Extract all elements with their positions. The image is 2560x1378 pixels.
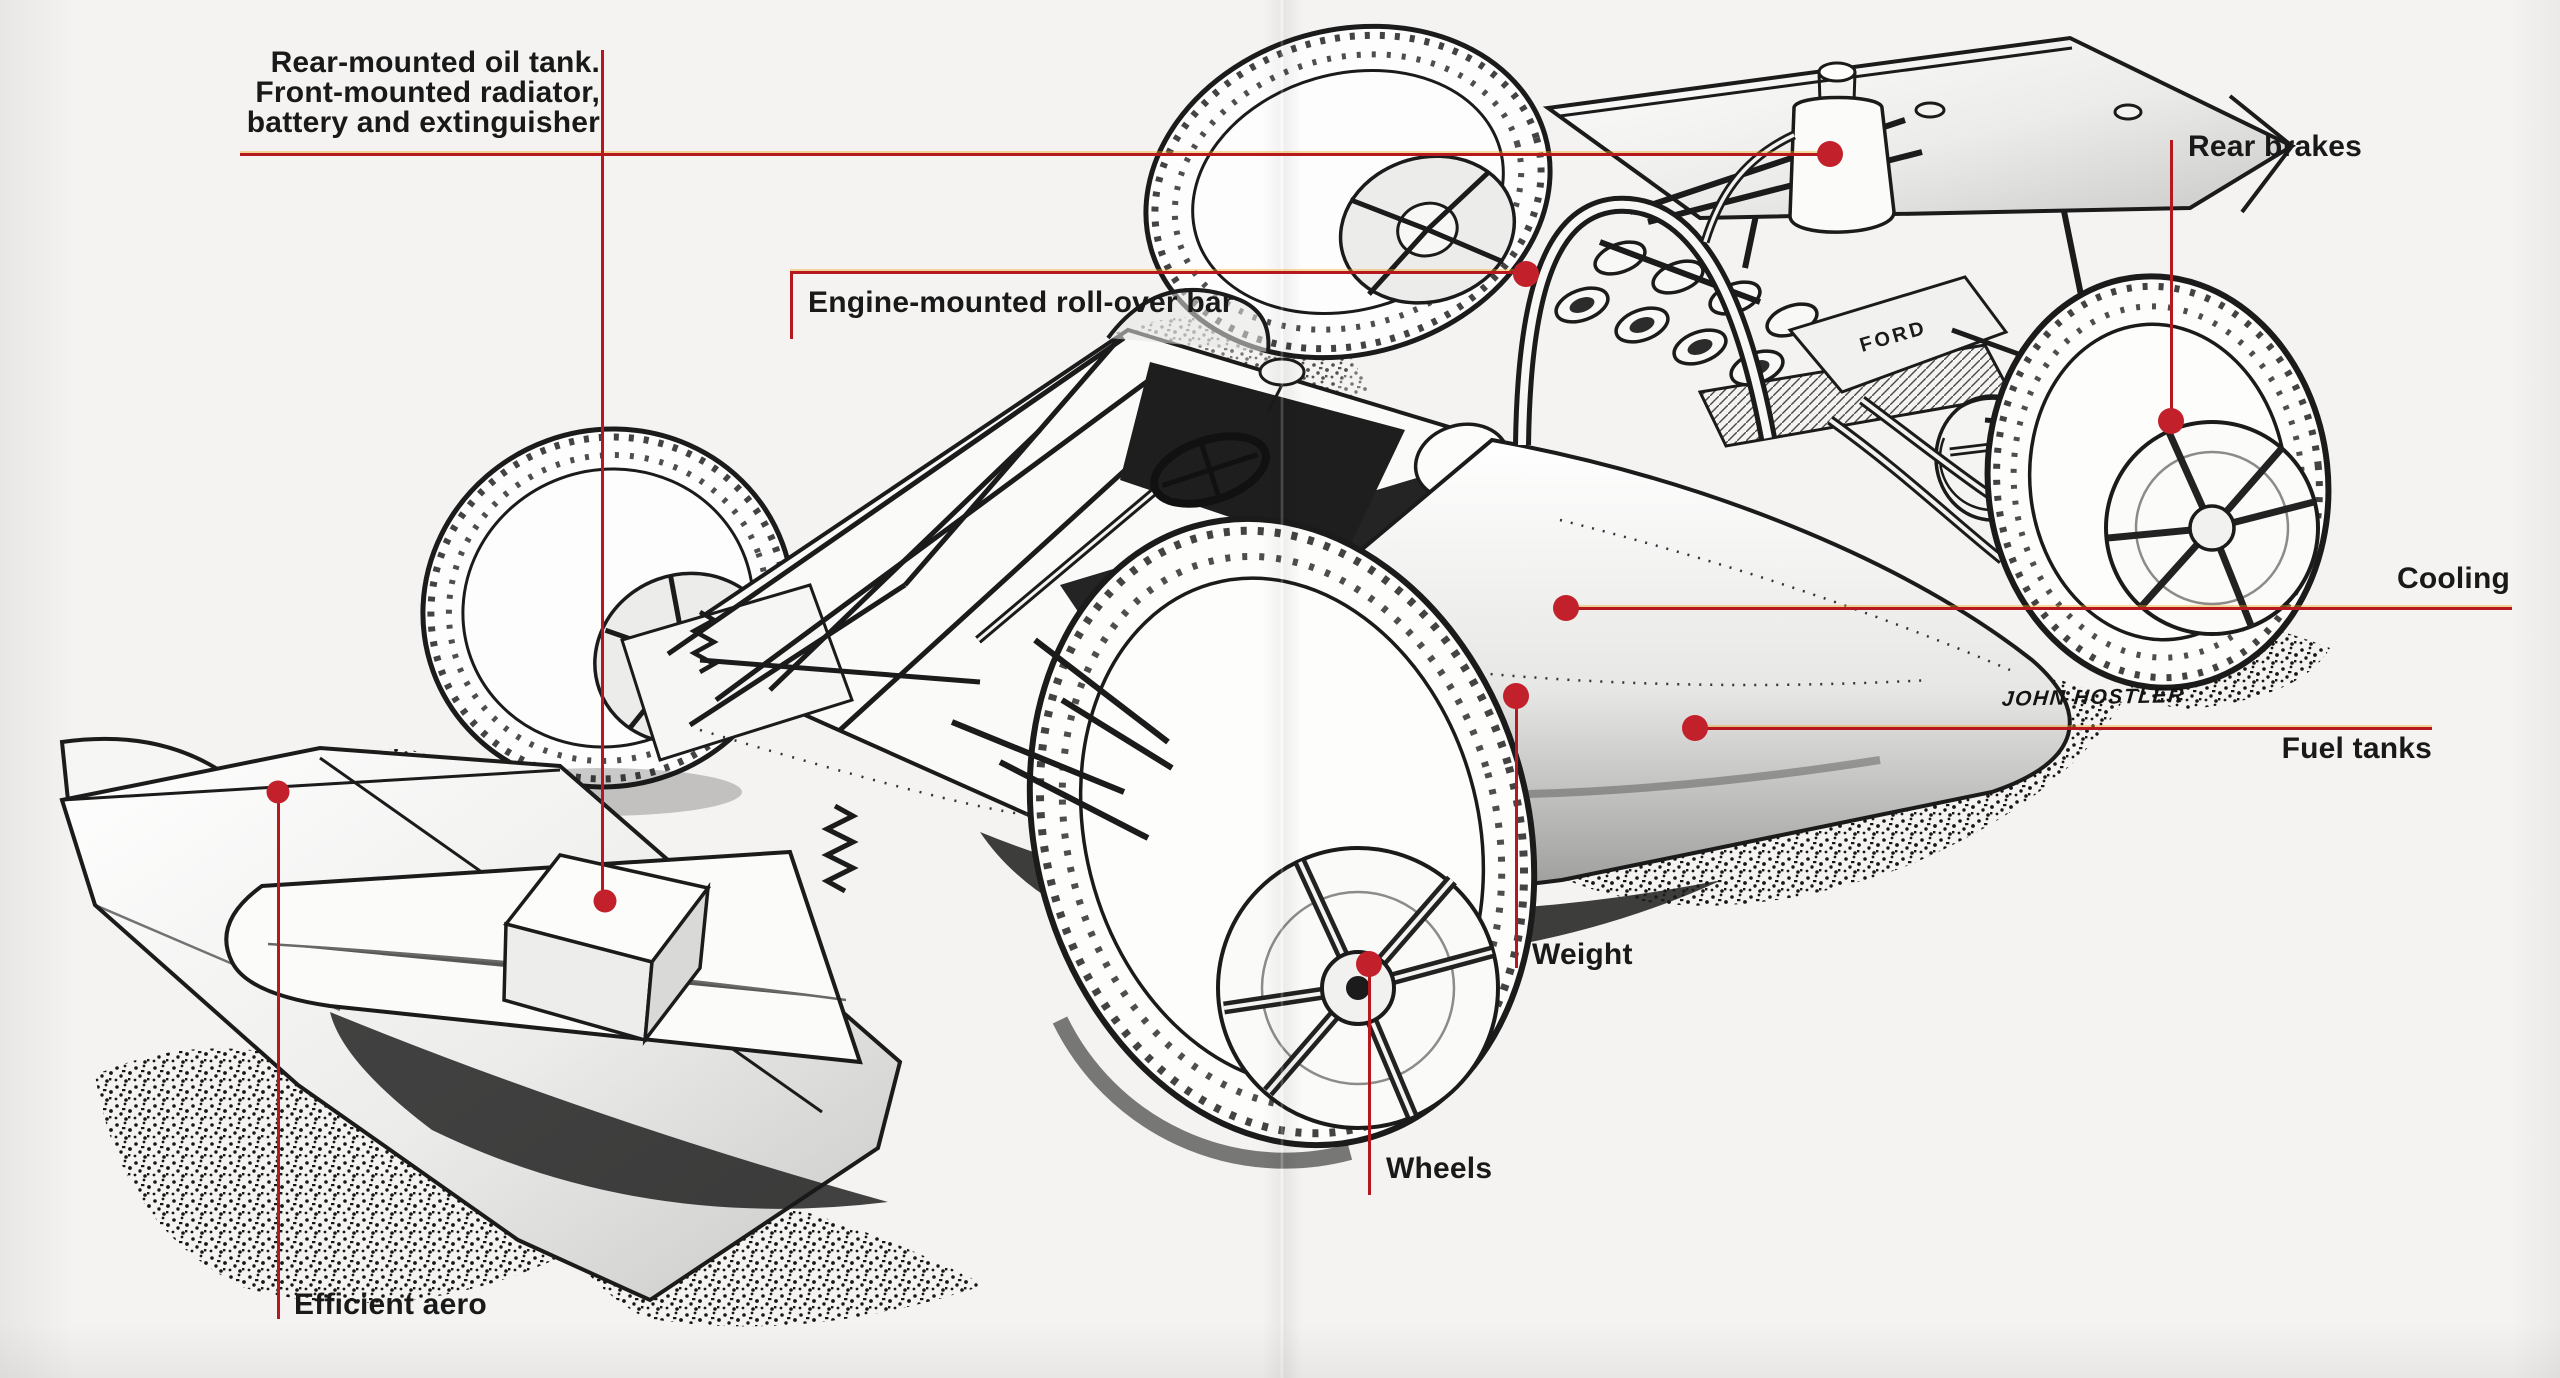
rear-right-wheel — [1949, 273, 2332, 691]
callout-oil-tank-line — [240, 153, 1830, 156]
callout-wheels-dot — [1356, 951, 1382, 977]
callout-rear-brakes-label: Rear brakes — [2188, 130, 2362, 163]
page-fold — [1262, 0, 1302, 1378]
callout-radiator-line — [601, 50, 604, 903]
rear-wing — [1542, 35, 2297, 301]
front-suspension — [950, 637, 1174, 841]
artist-signature: JOHN HOSTLER — [2000, 684, 2186, 711]
callout-rear-brakes-dot — [2158, 408, 2184, 434]
callout-cooling-label: Cooling — [2396, 562, 2510, 595]
callout-wheels-line — [1368, 964, 1371, 1195]
rear-left-wheel — [1143, 23, 1553, 361]
callout-radiator-dot — [593, 889, 617, 913]
callout-wheels-label: Wheels — [1386, 1152, 1493, 1185]
callout-efficient-aero-dot — [266, 780, 290, 804]
callout-efficient-aero-label: Efficient aero — [294, 1288, 487, 1321]
callout-fuel-tanks-label: Fuel tanks — [2281, 732, 2432, 765]
callout-cooling-dot — [1553, 595, 1579, 621]
callout-weight-label: Weight — [1532, 938, 1633, 971]
callout-rear-brakes-line — [2170, 140, 2173, 422]
callout-roll-over-bar-dot — [1513, 261, 1539, 287]
callout-roll-over-bar-line — [790, 271, 1526, 274]
callout-oil-tank-dot — [1817, 141, 1843, 167]
callout-fuel-tanks-line — [1694, 727, 2432, 730]
callout-oil-tank-label: Rear-mounted oil tank. Front-mounted rad… — [246, 46, 600, 139]
callout-weight-dot — [1503, 683, 1529, 709]
callout-efficient-aero-line — [277, 792, 280, 1319]
callout-roll-over-bar-stub — [790, 271, 793, 339]
callout-roll-over-bar-label: Engine-mounted roll-over bar — [808, 286, 1234, 319]
oil-tank — [1700, 61, 1896, 244]
callout-fuel-tanks-dot — [1682, 715, 1708, 741]
callout-weight-line — [1515, 696, 1518, 968]
front-right-wheel — [1026, 515, 1538, 1169]
callout-cooling-line — [1565, 607, 2512, 610]
intake-trumpets — [1554, 240, 1819, 387]
